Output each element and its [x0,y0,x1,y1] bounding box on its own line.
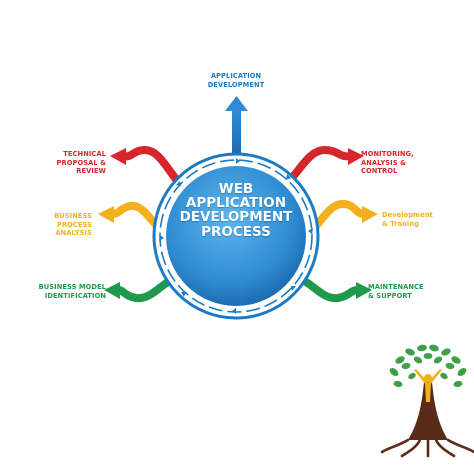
label-development-training: Development & Traning [382,210,433,228]
arrow-left-business-process [98,201,168,236]
arrow-up-application [225,96,248,172]
label-application-development: APPLICATION DEVELOPMENT [207,71,265,89]
arrow-right-monitoring [281,145,364,189]
label-monitoring: MONITORING, ANALYSIS & CONTROL [361,149,414,176]
arrow-left-technical [110,145,186,190]
label-technical-proposal: TECHNICAL PROPOSAL & REVIEW [56,149,106,176]
arrow-right-development [306,199,378,236]
ring-chevrons [159,158,313,314]
center-title: WEB APPLICATION DEVELOPMENT PROCESS [179,181,293,240]
arrow-right-maintenance [294,274,372,303]
tree-logo-icon [380,344,474,458]
label-maintenance-support: MAINTENANCE & SUPPORT [368,282,424,300]
label-business-process: BUSINESS PROCESS ANALYSIS [54,211,92,238]
label-business-model: BUSINESS MODEL IDENTIFICATION [38,282,106,300]
arrow-left-business-model [104,274,180,303]
hub-circle [152,152,320,320]
